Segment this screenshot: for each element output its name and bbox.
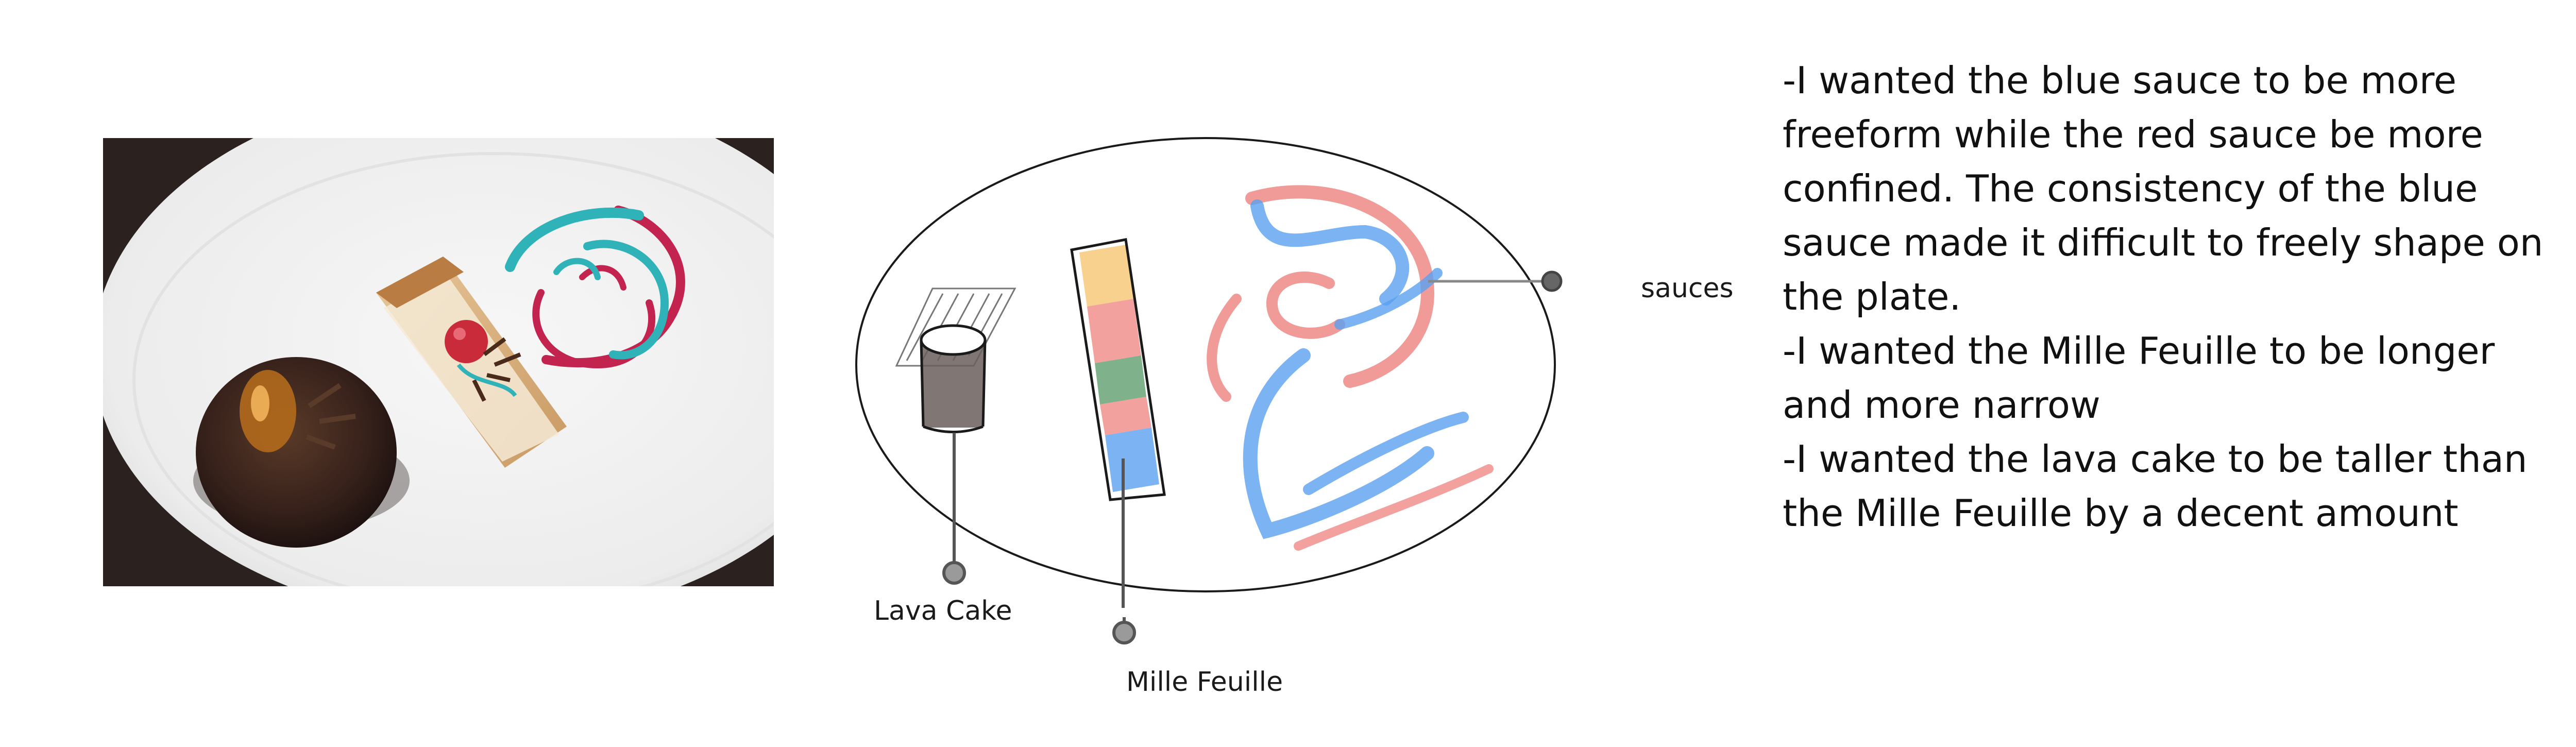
design-notes: -I wanted the blue sauce to be more free… <box>1783 54 2555 540</box>
chocolate-shavings <box>472 337 521 402</box>
note-mille-feuille: -I wanted the Mille Feuille to be longer… <box>1783 329 2495 427</box>
lava-cake-outline <box>920 339 987 433</box>
circle-marker-icon <box>1541 270 1563 292</box>
lava-cake-sketch <box>895 287 1016 433</box>
mille-feuille-label: Mille Feuille <box>1126 667 1283 698</box>
mille-feuille-band-red2 <box>1100 397 1151 435</box>
photo-sauce-swirl <box>505 206 685 369</box>
photo-mille-feuille <box>376 257 567 468</box>
magenta-sauce-curl <box>532 289 655 369</box>
sauces-sketch <box>1207 185 1494 551</box>
plate-rim-shadow <box>132 152 774 586</box>
mille-feuille-sketch <box>1070 238 1166 501</box>
mille-feuille-band-green <box>1095 355 1146 404</box>
caramel-highlight <box>251 385 269 421</box>
lava-cake-top <box>920 324 987 356</box>
dessert-photo <box>103 138 774 586</box>
plate-outline <box>855 137 1556 592</box>
mille-feuille-dot <box>1112 617 1136 644</box>
blue-sauce-top <box>1250 199 1409 305</box>
blue-sauce-lower <box>1303 412 1469 495</box>
lava-cake-label: Lava Cake <box>874 596 1012 626</box>
mille-feuille-band-red <box>1087 299 1141 363</box>
blue-sauce-sweep <box>1243 348 1434 539</box>
pastry-cream-layer <box>384 273 559 462</box>
mille-feuille-band-blue <box>1105 428 1159 492</box>
photo-lava-cake <box>193 357 410 548</box>
teal-sauce-arc <box>505 207 644 272</box>
teal-garnish <box>456 363 517 397</box>
circle-marker-icon <box>1112 621 1136 644</box>
raspberry-highlight <box>453 328 466 340</box>
magenta-sauce-dash <box>579 265 626 291</box>
raspberry <box>445 320 488 363</box>
sauces-label: sauces <box>1641 273 1734 304</box>
circle-marker-icon <box>942 561 966 585</box>
pastry-top <box>376 257 464 308</box>
lava-cake-body <box>922 340 984 428</box>
chocolate-curls <box>306 383 356 450</box>
red-sauce-bottom <box>1294 464 1494 551</box>
cake-body <box>196 357 397 548</box>
note-lava-cake: -I wanted the lava cake to be taller tha… <box>1783 437 2528 535</box>
note-sauces: -I wanted the blue sauce to be more free… <box>1783 59 2544 318</box>
teal-sauce-curl <box>583 240 669 360</box>
mille-feuille-outline <box>1070 238 1166 501</box>
teal-sauce-dash <box>553 258 601 280</box>
red-sauce-inner <box>1266 271 1345 339</box>
callouts <box>942 270 1563 608</box>
mille-feuille-band-yellow <box>1079 245 1133 307</box>
red-sauce-left <box>1207 294 1242 402</box>
red-sauce-big-arc <box>1245 185 1434 388</box>
plating-sketch <box>855 137 1563 608</box>
